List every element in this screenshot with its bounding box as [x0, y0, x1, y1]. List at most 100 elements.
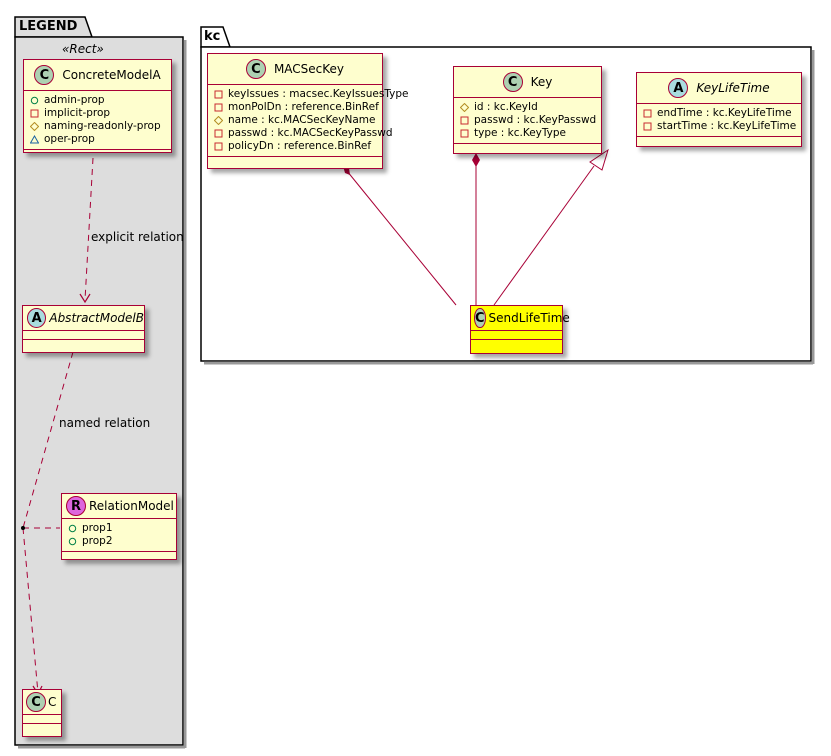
method-list	[24, 150, 171, 158]
class-badge-icon: C	[26, 692, 46, 712]
method-list	[62, 552, 176, 560]
class-header: A KeyLifeTime	[637, 73, 801, 104]
public-visibility-icon	[30, 96, 39, 105]
attribute-text: id : kc.KeyId	[474, 101, 538, 113]
attribute-text: keyIssues : macsec.KeyIssuesType	[228, 88, 409, 100]
private-visibility-icon	[214, 142, 223, 151]
class-badge-icon: C	[502, 72, 523, 92]
keylifetime-inheritance-edge	[493, 148, 609, 306]
attribute-row: passwd : kc.MACSecKeyPasswd	[214, 127, 393, 140]
attribute-text: passwd : kc.KeyPasswd	[474, 114, 597, 126]
association-point	[21, 526, 25, 530]
class-name: Key	[530, 75, 553, 89]
explicit-relation-label: explicit relation	[91, 230, 184, 244]
private-visibility-icon	[30, 109, 39, 118]
method-list	[454, 144, 601, 152]
attribute-row: policyDn : reference.BinRef	[214, 140, 376, 153]
attribute-list	[471, 331, 562, 340]
attribute-row: endTime : kc.KeyLifeTime	[643, 107, 795, 120]
method-list	[23, 340, 144, 348]
class-concrete-model-a[interactable]: C ConcreteModelA admin-prop implicit-pro…	[23, 59, 172, 153]
class-name: KeyLifeTime	[696, 81, 770, 95]
attribute-text: monPolDn : reference.BinRef	[228, 101, 379, 113]
package-visibility-icon	[30, 135, 39, 144]
class-name: RelationModel	[89, 499, 174, 513]
private-visibility-icon	[460, 116, 469, 125]
attribute-text: passwd : kc.MACSecKeyPasswd	[228, 127, 393, 139]
attribute-row: name : kc.MACSecKeyName	[214, 114, 376, 127]
attribute-text: endTime : kc.KeyLifeTime	[657, 107, 792, 119]
class-name: ConcreteModelA	[62, 68, 161, 82]
attribute-row: passwd : kc.KeyPasswd	[460, 114, 597, 127]
private-visibility-icon	[643, 122, 652, 131]
attribute-list: endTime : kc.KeyLifeTime startTime : kc.…	[637, 104, 801, 137]
abstract-badge-icon: A	[27, 308, 47, 328]
legend-package-frame	[14, 16, 187, 749]
class-header: C ConcreteModelA	[24, 60, 171, 91]
class-macseckey[interactable]: C MACSecKey keyIssues : macsec.KeyIssues…	[207, 53, 408, 169]
key-composition-edge	[472, 153, 480, 305]
class-name: C	[48, 695, 57, 709]
class-header: R RelationModel	[62, 494, 176, 519]
attribute-row: monPolDn : reference.BinRef	[214, 101, 379, 114]
class-badge-icon: C	[474, 308, 486, 328]
attribute-text: prop1	[82, 522, 113, 534]
attribute-text: startTime : kc.KeyLifeTime	[657, 120, 797, 132]
attribute-list: keyIssues : macsec.KeyIssuesType monPolD…	[208, 85, 408, 157]
method-list	[208, 157, 382, 165]
kc-package-name: kc	[204, 29, 221, 44]
named-relation-label: named relation	[59, 416, 151, 430]
attribute-row: prop2	[68, 535, 170, 548]
class-key[interactable]: C Key id : kc.KeyId passwd : kc.KeyPassw…	[453, 66, 602, 154]
attribute-row: naming-readonly-prop	[30, 120, 165, 133]
attribute-row: implicit-prop	[30, 107, 165, 120]
class-keylifetime[interactable]: A KeyLifeTime endTime : kc.KeyLifeTime s…	[636, 72, 802, 147]
attribute-row: type : kc.KeyType	[460, 127, 595, 140]
class-header: C C	[23, 690, 61, 715]
class-header: A AbstractModelB	[23, 306, 144, 331]
class-header: C MACSecKey	[208, 54, 382, 85]
attribute-row: startTime : kc.KeyLifeTime	[643, 120, 797, 133]
method-list	[23, 724, 61, 732]
attribute-text: type : kc.KeyType	[474, 127, 567, 139]
private-visibility-icon	[460, 129, 469, 138]
attribute-list: admin-prop implicit-prop naming-readonly…	[24, 91, 171, 150]
legend-package-name: LEGEND	[19, 19, 78, 34]
class-relation-model[interactable]: R RelationModel prop1 prop2	[61, 493, 177, 560]
attribute-text: admin-prop	[44, 94, 105, 106]
class-name: SendLifeTime	[488, 311, 570, 325]
attribute-text: naming-readonly-prop	[44, 120, 161, 132]
abstract-badge-icon: A	[668, 78, 689, 98]
attribute-row: admin-prop	[30, 94, 165, 107]
private-visibility-icon	[643, 109, 652, 118]
attribute-text: prop2	[82, 535, 113, 547]
class-name: MACSecKey	[273, 62, 345, 76]
class-badge-icon: C	[34, 65, 55, 85]
class-name: AbstractModelB	[49, 311, 144, 325]
class-badge-icon: C	[245, 59, 266, 79]
private-visibility-icon	[214, 103, 223, 112]
protected-visibility-icon	[214, 116, 223, 125]
class-abstract-model-b[interactable]: A AbstractModelB	[22, 305, 145, 353]
class-header: C SendLifeTime	[471, 306, 570, 331]
attribute-text: policyDn : reference.BinRef	[228, 140, 372, 152]
attribute-list	[23, 715, 61, 724]
legend-stereotype: «Rect»	[62, 42, 104, 56]
class-header: C Key	[454, 67, 601, 98]
attribute-row: oper-prop	[30, 133, 165, 146]
public-visibility-icon	[68, 524, 77, 533]
attribute-row: id : kc.KeyId	[460, 101, 595, 114]
method-list	[471, 340, 562, 348]
public-visibility-icon	[68, 537, 77, 546]
attribute-text: oper-prop	[44, 133, 95, 145]
explicit-relation-edge	[79, 157, 94, 304]
attribute-row: prop1	[68, 522, 170, 535]
attribute-list: prop1 prop2	[62, 519, 176, 552]
attribute-text: implicit-prop	[44, 107, 111, 119]
class-c[interactable]: C C	[22, 689, 62, 737]
attribute-text: name : kc.MACSecKeyName	[228, 114, 376, 126]
private-visibility-icon	[214, 90, 223, 99]
protected-visibility-icon	[460, 103, 469, 112]
class-sendlifetime[interactable]: C SendLifeTime	[470, 305, 570, 354]
method-list	[637, 137, 801, 145]
